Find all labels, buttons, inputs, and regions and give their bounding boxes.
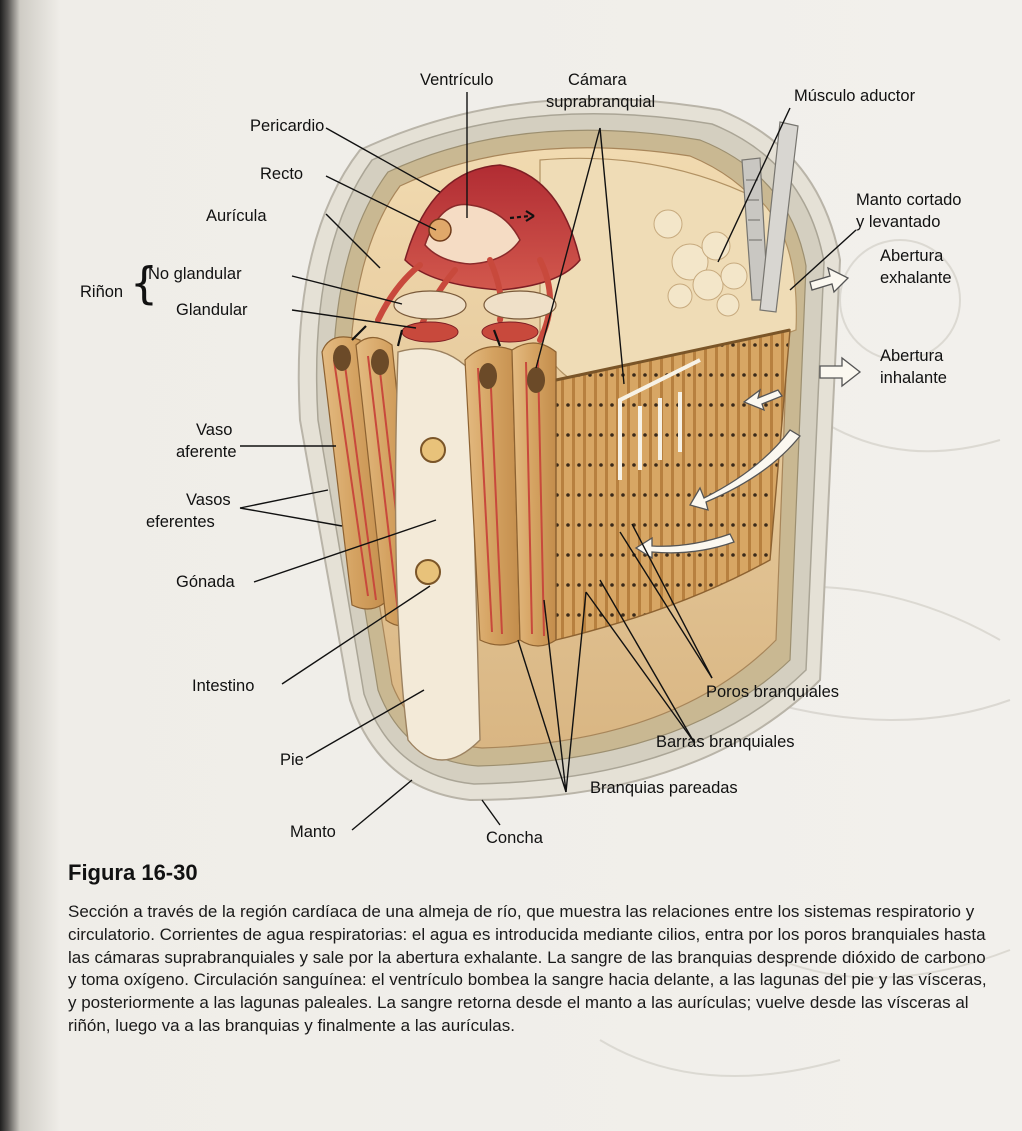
- label-abertura-inhalante: Abertura: [880, 346, 943, 366]
- label-pericardio: Pericardio: [250, 116, 324, 136]
- label-ventriculo: Ventrículo: [420, 70, 493, 90]
- label-suprabranquial: suprabranquial: [546, 92, 655, 112]
- label-musculo-aductor: Músculo aductor: [794, 86, 915, 106]
- label-recto: Recto: [260, 164, 303, 184]
- label-manto-cortado: Manto cortado: [856, 190, 961, 210]
- label-gonada: Gónada: [176, 572, 235, 592]
- right-gill: [465, 343, 556, 646]
- rectum: [429, 219, 451, 241]
- intestine-section-2: [416, 560, 440, 584]
- label-concha: Concha: [486, 828, 543, 848]
- label-branquias-pareadas: Branquias pareadas: [590, 778, 738, 798]
- label-barras-branquiales: Barras branquiales: [656, 732, 795, 752]
- label-vasos: Vasos: [186, 490, 231, 510]
- kidney-brace: {: [130, 262, 158, 306]
- label-exhalante: exhalante: [880, 268, 952, 288]
- label-eferentes: eferentes: [146, 512, 215, 532]
- label-poros-branquiales: Poros branquiales: [706, 682, 839, 702]
- figure-title: Figura 16-30: [68, 860, 198, 886]
- label-aferente: aferente: [176, 442, 237, 462]
- label-auricula: Aurícula: [206, 206, 267, 226]
- label-levantado: y levantado: [856, 212, 940, 232]
- label-camara: Cámara: [568, 70, 627, 90]
- label-vaso: Vaso: [196, 420, 232, 440]
- label-inhalante: inhalante: [880, 368, 947, 388]
- intestine-section: [421, 438, 445, 462]
- figure-caption: Sección a través de la región cardíaca d…: [68, 901, 993, 1038]
- label-rinon: Riñon: [80, 282, 123, 302]
- label-abertura-exhalante: Abertura: [880, 246, 943, 266]
- label-manto: Manto: [290, 822, 336, 842]
- label-no-glandular: No glandular: [148, 264, 242, 284]
- label-pie: Pie: [280, 750, 304, 770]
- label-intestino: Intestino: [192, 676, 254, 696]
- label-glandular: Glandular: [176, 300, 248, 320]
